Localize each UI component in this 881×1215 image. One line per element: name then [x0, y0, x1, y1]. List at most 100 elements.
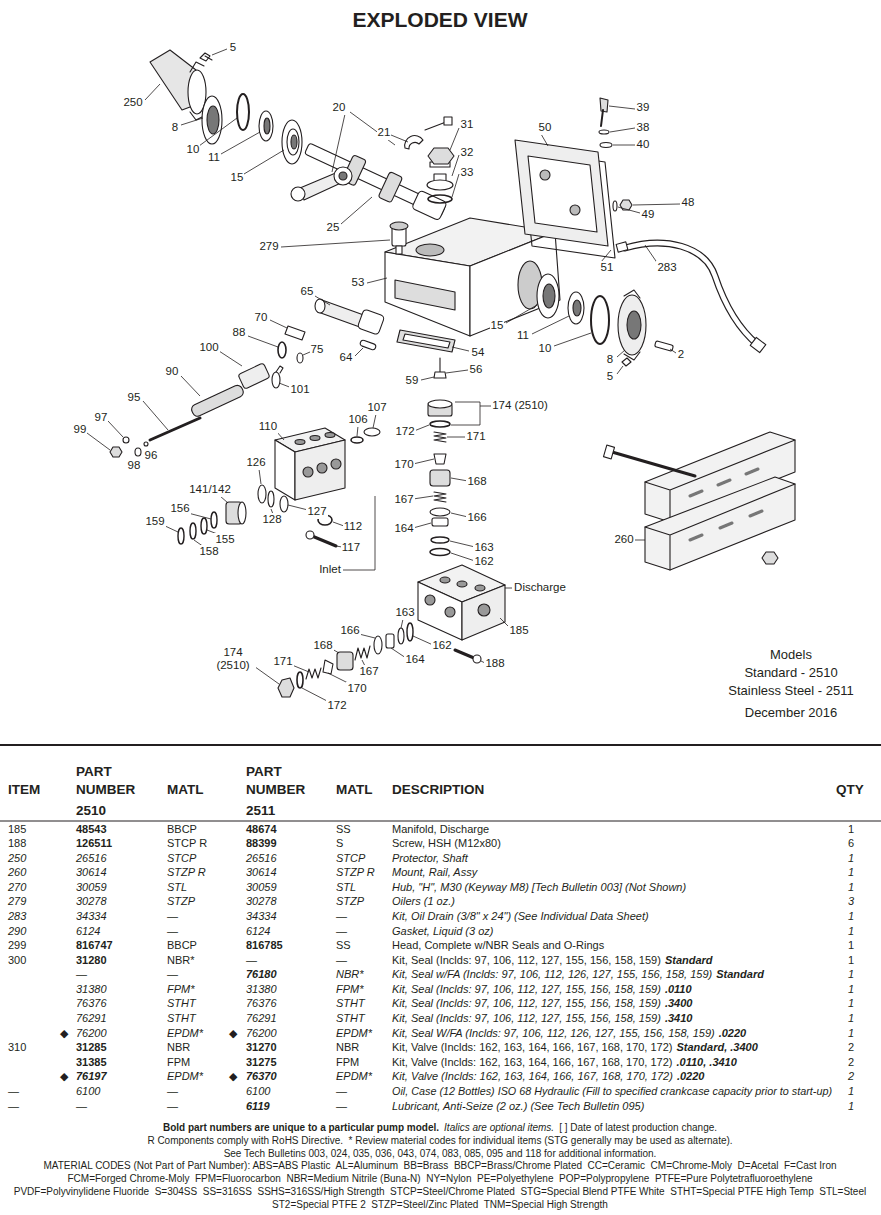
item-number: 250 — [8, 852, 26, 865]
part-number: 76376 — [246, 997, 277, 1010]
plunger-rod — [357, 309, 385, 335]
material-code: STHT — [167, 997, 196, 1010]
part-number: 76291 — [76, 1012, 107, 1025]
description-cell: Head, Complete w/NBR Seals and O-Rings — [392, 939, 604, 952]
dipstick — [600, 98, 608, 112]
part-description: Kit, Seal (Inclds: 97, 106, 112, 127, 15… — [392, 997, 661, 1010]
material-code: STL — [167, 881, 187, 894]
callout-number: 250 — [122, 96, 143, 109]
part-description: Kit, Valve (Inclds: 162, 163, 164, 166, … — [392, 1056, 673, 1069]
material-code: NBR* — [336, 968, 364, 981]
part-number: 88399 — [246, 837, 277, 850]
callout-number: 166 — [339, 624, 360, 637]
model-suffix: .3410 — [665, 1012, 693, 1025]
quantity: 2 — [848, 1056, 854, 1069]
model-suffix: .0110, .3410 — [677, 1056, 737, 1069]
slinger-tray — [397, 330, 455, 352]
footnote: ST2=Special PTFE 2 STZP=Steel/Zinc Plate… — [272, 1199, 608, 1211]
callout-number: 126 — [245, 456, 266, 469]
discharge-manifold — [418, 582, 462, 640]
column-header: ITEM — [8, 781, 40, 799]
part-description: Kit, Oil Drain (3/8" x 24") (See Individ… — [392, 910, 649, 923]
model-marker: ◆ — [60, 1070, 68, 1083]
stud — [150, 418, 200, 440]
model-marker: ◆ — [229, 1070, 237, 1083]
part-number: 26516 — [246, 852, 277, 865]
callout-number: 163 — [473, 541, 494, 554]
material-code: STZP — [336, 895, 364, 908]
material-code: STZP — [167, 895, 195, 908]
part-number: 6100 — [246, 1085, 270, 1098]
item-number: 185 — [8, 823, 26, 836]
oil-seal — [568, 292, 584, 324]
connecting-rod — [334, 167, 352, 185]
part-description: Kit, Seal (Inclds: 97, 106, 112, 127, 15… — [392, 954, 661, 967]
item-number: 188 — [8, 837, 26, 850]
callout-number: 8 — [606, 353, 614, 366]
keyed-washer — [276, 366, 283, 373]
callout-number: 53 — [351, 276, 366, 289]
quantity: 1 — [848, 1100, 854, 1113]
rail-mount — [612, 452, 695, 476]
crankcase — [385, 252, 470, 336]
callout-number: 99 — [73, 423, 88, 436]
quantity: 2 — [848, 1041, 854, 1054]
quantity: 1 — [848, 997, 854, 1010]
model-suffix: Standard — [665, 954, 713, 967]
material-code: STHT — [336, 1012, 365, 1025]
footnote: Bold part numbers are unique to a partic… — [163, 1122, 439, 1134]
callout-number: 5 — [229, 41, 237, 54]
part-number: 6124 — [246, 925, 270, 938]
callout-number: 168 — [466, 475, 487, 488]
rod-cap — [425, 122, 446, 130]
material-code: NBR — [167, 1041, 190, 1054]
footnote: See Tech Bulletins 003, 024, 035, 036, 0… — [224, 1148, 657, 1160]
callout-number: 2 — [677, 348, 685, 361]
connecting-rod — [339, 172, 347, 180]
material-code: STCP — [336, 852, 365, 865]
screw — [306, 531, 314, 539]
callout-number: 112 — [343, 520, 363, 533]
item-number: 299 — [8, 939, 26, 952]
o-ring — [428, 195, 452, 203]
manifold-head — [325, 433, 335, 438]
callout-number: 65 — [300, 285, 315, 298]
callout-number: 33 — [460, 166, 475, 179]
washer-nut — [144, 442, 148, 446]
rod-cap — [405, 136, 423, 149]
callout-number: 171 — [465, 430, 486, 443]
screw — [200, 53, 210, 61]
valve-stack — [434, 454, 446, 464]
description-cell: Lubricant, Anti-Seize (2 oz.) (See Tech … — [392, 1100, 644, 1113]
o-ring — [428, 195, 452, 203]
rear-cover — [515, 140, 608, 246]
o-ring — [190, 523, 196, 539]
callout-number: 15 — [490, 319, 505, 332]
material-code: EPDM* — [336, 1027, 372, 1040]
rear-cover — [540, 170, 550, 180]
part-number: 48674 — [246, 823, 277, 836]
material-code: STL — [336, 881, 356, 894]
callout-number: 64 — [339, 351, 354, 364]
bearing — [282, 120, 302, 164]
item-number: 290 — [8, 925, 26, 938]
quantity: 1 — [848, 1085, 854, 1098]
description-cell: Kit, Oil Drain (3/8" x 24") (See Individ… — [392, 910, 649, 923]
seal-retainer — [238, 502, 246, 524]
column-header: DESCRIPTION — [392, 781, 484, 799]
part-number: 76291 — [246, 1012, 277, 1025]
material-code: STHT — [336, 997, 365, 1010]
part-description: Mount, Rail, Assy — [392, 866, 477, 879]
o-ring — [599, 130, 612, 148]
bolt — [439, 358, 440, 372]
quantity: 1 — [848, 939, 854, 952]
manifold-head — [295, 440, 345, 500]
crankcase — [416, 244, 444, 256]
o-ring — [599, 130, 609, 134]
o-ring — [178, 512, 217, 544]
oil-drain-hose — [616, 242, 628, 252]
part-number: 30614 — [76, 866, 107, 879]
callout-number: 172 — [326, 699, 347, 712]
rear-cover — [515, 140, 608, 246]
o-ring — [211, 512, 217, 528]
